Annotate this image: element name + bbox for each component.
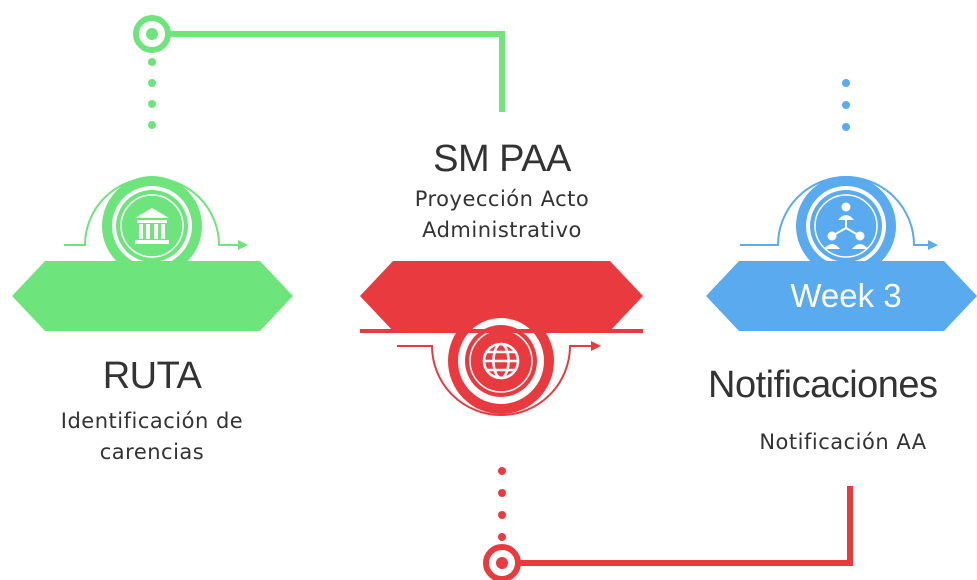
top-connector-dots (148, 58, 156, 129)
globe-icon (482, 342, 520, 380)
step-notificaciones-title: Notificaciones (708, 364, 938, 406)
bottom-connector (483, 467, 853, 580)
step-ruta-title: RUTA (102, 355, 202, 397)
step-ruta-banner (12, 261, 293, 331)
step-sm-paa-description: Proyección Acto Administrativo (414, 187, 590, 242)
step-sm-paa-banner (360, 261, 643, 331)
step-notificaciones-banner (706, 261, 977, 331)
step-sm-paa-arc (397, 345, 592, 416)
step-notificaciones-description: Notificación AA (759, 430, 927, 454)
bottom-connector-dots (498, 467, 506, 541)
step-sm-paa (360, 261, 643, 416)
step-notificaciones-banner-label: Week 3 (790, 277, 902, 314)
top-connector (133, 15, 505, 129)
step-sm-paa-title: SM PAA (433, 138, 571, 180)
blue-dots (842, 79, 850, 131)
step-notificaciones-arrow (928, 240, 938, 250)
top-connector-line (168, 31, 505, 112)
bottom-connector-line (518, 486, 853, 566)
step-notificaciones (706, 176, 977, 331)
step-ruta-arrow (238, 240, 248, 250)
step-sm-paa-arrow (591, 341, 601, 351)
step-ruta-description: Identificación de carencias (60, 409, 244, 464)
step-ruta (12, 176, 293, 331)
people-network-icon (824, 202, 868, 249)
